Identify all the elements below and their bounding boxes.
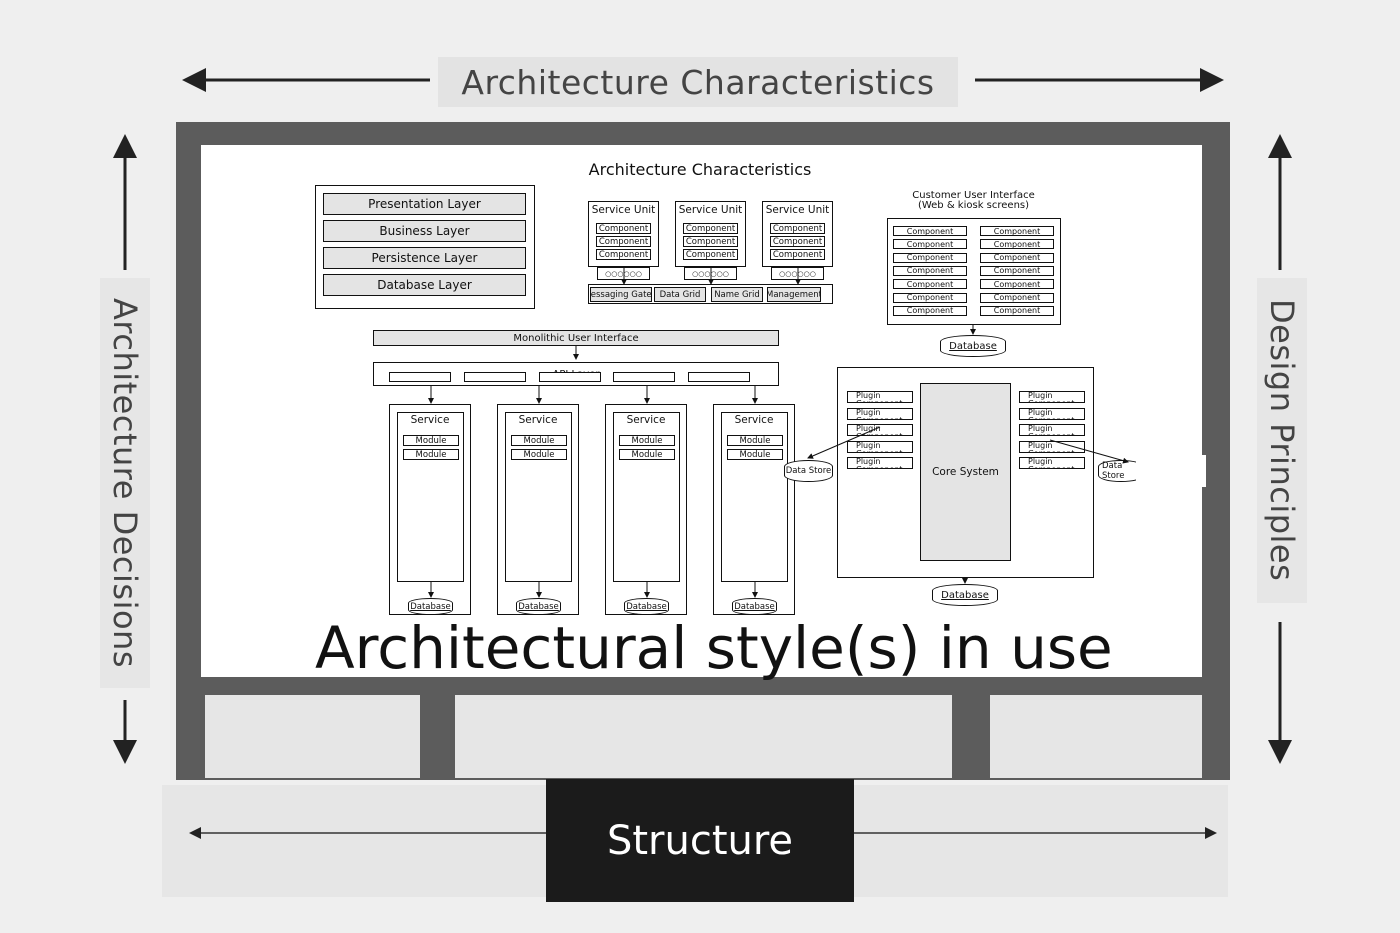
component-box: Component [770,223,825,234]
structure-label: Structure [546,779,854,902]
plugin-component: Plugin Component [847,424,913,436]
component-box: Component [893,226,967,236]
diagram-title: Architecture Characteristics [588,160,812,179]
architecture-decisions-label: Architecture Decisions [100,278,150,688]
plugin-component: Plugin Component [1019,391,1085,403]
api-slot [613,372,675,382]
module-box: Module [511,435,567,446]
component-box: Component [770,249,825,260]
customer-ui-subtitle: (Web & kiosk screens) [917,200,1030,211]
component-box: Component [683,249,738,260]
database-icon: Database [516,598,561,615]
data-store-icon: Data Store [784,460,833,482]
component-box: Component [980,226,1054,236]
plugin-component: Plugin Component [847,407,913,420]
component-box: Component [893,279,967,290]
plugin-component: Plugin Component [847,457,913,469]
module-box: Module [511,449,567,460]
service-label: Service [734,414,774,426]
api-slot [688,372,750,382]
module-box: Module [403,435,459,446]
component-box: Component [980,305,1054,316]
module-box: Module [727,435,783,446]
component-box: Component [980,239,1054,250]
diagram-caption: Architectural style(s) in use [315,614,1113,682]
bus-item: Management [767,287,821,302]
component-box: Component [770,236,825,247]
database-icon: Database [932,584,998,606]
component-box: Component [683,236,738,247]
customer-ui-title-text: Customer User Interface [912,190,1035,201]
bus-item: Data Grid [654,287,706,302]
layer-box: Business Layer [323,220,526,242]
service-unit-label: Service Unit [591,204,656,216]
component-box: Component [893,239,967,250]
database-icon: Database [408,598,453,615]
component-box: Component [893,292,967,303]
plugin-component: Plugin Component [847,391,913,403]
module-box: Module [619,435,675,446]
plugin-component: Plugin Component [1019,457,1085,469]
bus-item: Messaging Gatew [590,287,652,302]
layer-box: Persistence Layer [323,247,526,269]
component-box: Component [980,265,1054,276]
module-box: Module [727,449,783,460]
monolithic-ui-bar: Monolithic User Interface [373,330,779,346]
layer-box: Presentation Layer [323,193,526,215]
component-box: Component [893,305,967,316]
module-box: Module [403,449,459,460]
api-slot [464,372,526,382]
service-label: Service [626,414,666,426]
component-box: Component [596,223,651,234]
frame-leg [205,695,420,778]
customer-ui-title: Customer User Interface(Web & kiosk scre… [887,191,1060,211]
module-box: Module [619,449,675,460]
core-system: Core System [920,383,1011,561]
plugin-component: Plugin Component [1019,407,1085,420]
component-box: Component [980,279,1054,290]
service-unit-label: Service Unit [678,204,743,216]
component-box: Component [596,236,651,247]
bus-item: Name Grid [711,287,763,302]
database-icon: Database [624,598,669,615]
database-icon: Database [732,598,777,615]
plugin-component: Plugin Component [847,440,913,453]
frame-leg [455,695,952,778]
architecture-characteristics-label: Architecture Characteristics [438,57,958,107]
component-box: Component [980,292,1054,303]
component-box: Component [893,265,967,276]
clip-mask [1136,455,1206,487]
service-unit-label: Service Unit [765,204,830,216]
database-icon: Database [940,335,1006,357]
design-principles-label: Design Principles [1257,278,1307,603]
plugin-component: Plugin Component [1019,424,1085,436]
frame-leg [990,695,1202,778]
api-slot [539,372,601,382]
service-label: Service [410,414,450,426]
component-box: Component [893,252,967,263]
api-slot [389,372,451,382]
component-box: Component [683,223,738,234]
service-label: Service [518,414,558,426]
component-box: Component [980,252,1054,263]
layer-box: Database Layer [323,274,526,296]
component-box: Component [596,249,651,260]
